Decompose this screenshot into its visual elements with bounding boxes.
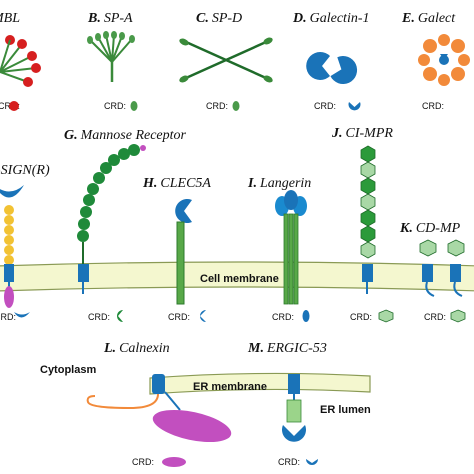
er-lumen-label: ER lumen	[320, 404, 371, 416]
panel-e-label: E.Galect	[401, 11, 456, 26]
dc-sign-structure	[0, 185, 24, 308]
crd-icon-a	[9, 101, 19, 111]
panel-i-label: I.Langerin	[247, 176, 311, 191]
crd-icon-l	[162, 457, 186, 467]
crd-icon-c	[232, 101, 240, 111]
panel-l-label: L.Calnexin	[103, 341, 170, 356]
crd-label-j: CRD:	[350, 312, 372, 322]
crd-label-l: CRD:	[132, 457, 154, 467]
panel-k-label: K.CD-MP	[399, 221, 461, 236]
panel-g-label: G.Mannose Receptor	[64, 128, 187, 143]
calnexin-structure	[86, 374, 232, 443]
panel-c-label: C.SP-D	[196, 11, 242, 26]
crd-icon-k	[450, 309, 466, 323]
crd-icon-h	[200, 310, 206, 322]
galectin-e-structure	[418, 34, 470, 86]
crd-label-c: CRD:	[206, 101, 228, 111]
er-membrane	[149, 372, 371, 395]
crd-label-d: CRD:	[314, 101, 336, 111]
panel-m-label: M.ERGIC-53	[247, 341, 327, 356]
crd-label-e: CRD:	[422, 101, 444, 111]
crd-label-h: CRD:	[168, 312, 190, 322]
crd-label-f: CRD:	[0, 312, 16, 322]
cell-membrane-label: Cell membrane	[200, 273, 279, 285]
cell-membrane	[0, 261, 474, 292]
panel-f-label: -SIGN(R)	[0, 163, 50, 178]
crd-icon-i	[302, 310, 310, 322]
crd-label-g: CRD:	[88, 312, 110, 322]
ergic-53-structure	[282, 374, 306, 442]
mbl-structure	[0, 35, 41, 87]
panel-b-label: B.SP-A	[87, 11, 133, 26]
crd-icon-j	[378, 309, 394, 323]
panel-h-label: H.CLEC5A	[142, 176, 211, 191]
sp-d-structure	[179, 37, 273, 83]
crd-label-m: CRD:	[278, 457, 300, 467]
crd-icon-d	[348, 102, 361, 111]
ci-mpr-structure	[360, 145, 376, 294]
crd-icon-g	[117, 310, 123, 322]
er-membrane-label: ER membrane	[193, 381, 267, 393]
mannose-receptor-structure	[77, 144, 146, 294]
panel-j-label: J.CI-MPR	[331, 126, 393, 141]
crd-icon-m	[306, 459, 318, 465]
panel-d-label: D.Galectin-1	[292, 11, 370, 26]
galectin-1-structure	[306, 52, 358, 85]
crd-label-i: CRD:	[272, 312, 294, 322]
cytoplasm-label: Cytoplasm	[40, 364, 96, 376]
crd-icon-b	[130, 101, 138, 111]
crd-label-b: CRD:	[104, 101, 126, 111]
clec5a-structure	[175, 199, 192, 305]
crd-label-k: CRD:	[424, 312, 446, 322]
panel-a-label: MBL	[0, 11, 20, 26]
langerin-structure	[275, 190, 307, 305]
sp-a-structure	[87, 31, 135, 82]
crd-icon-f	[14, 312, 30, 318]
cd-mpr-structure	[419, 239, 465, 297]
